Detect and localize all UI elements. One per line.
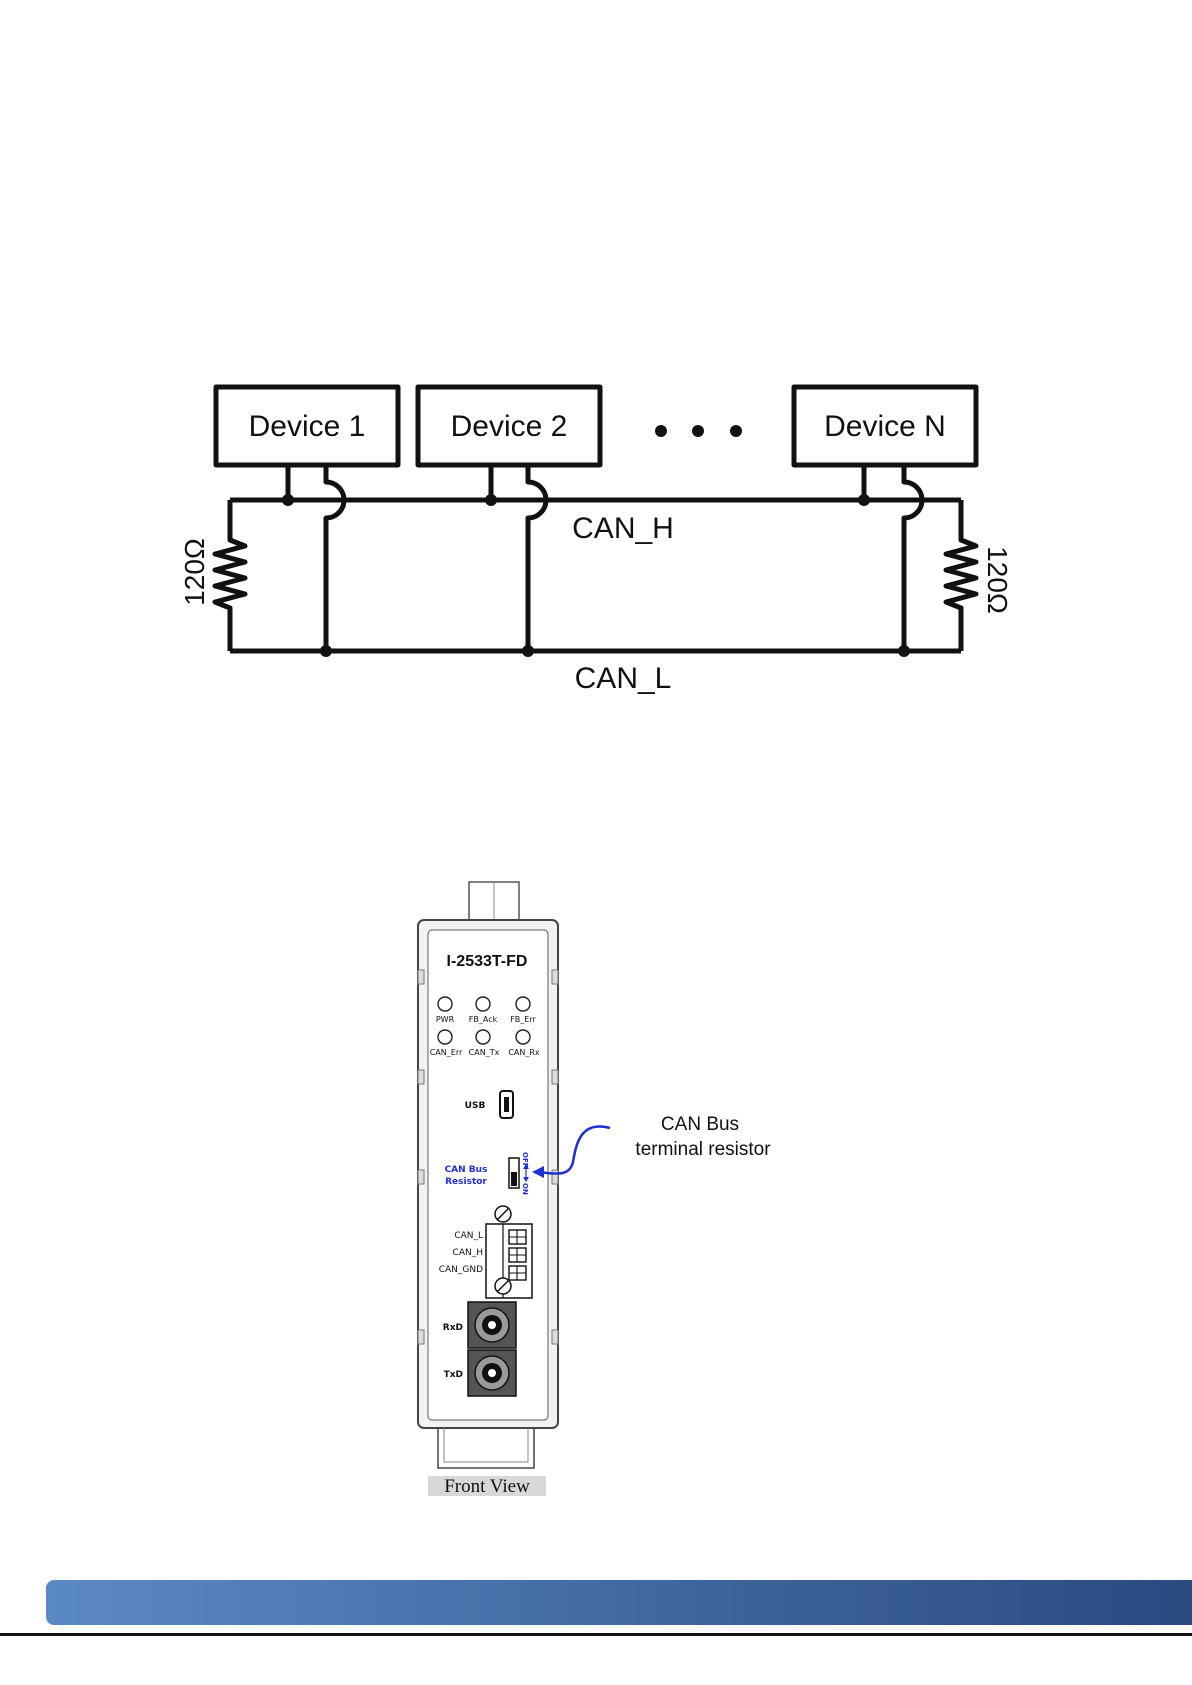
led-fb-ack-label: FB_Ack (469, 1015, 498, 1024)
device-2-label: Device 2 (451, 410, 568, 443)
footer-rule (0, 1633, 1192, 1636)
ellipsis-dots (655, 425, 742, 437)
led-can-rx (516, 1030, 530, 1044)
resistor-switch-label-1: CAN Bus (445, 1165, 488, 1175)
led-can-tx (476, 1030, 490, 1044)
led-can-rx-label: CAN_Rx (508, 1048, 540, 1057)
led-can-err (438, 1030, 452, 1044)
callout-label-1: CAN Bus (661, 1114, 739, 1135)
led-fb-err-label: FB_Err (510, 1015, 536, 1024)
led-fb-err (516, 997, 530, 1011)
terminal-can-h-label: CAN_H (453, 1248, 483, 1258)
model-label: I-2533T-FD (447, 953, 528, 970)
right-resistor (946, 500, 976, 651)
fiber-txd-label: TxD (444, 1370, 463, 1380)
led-pwr-label: PWR (436, 1015, 455, 1024)
terminal-can-gnd-label: CAN_GND (439, 1265, 483, 1275)
led-can-err-label: CAN_Err (430, 1048, 463, 1057)
led-can-tx-label: CAN_Tx (469, 1048, 500, 1057)
can-l-label: CAN_L (575, 662, 672, 695)
resistor-switch-label-2: Resistor (445, 1177, 487, 1187)
terminal-can-l-label: CAN_L (454, 1231, 483, 1241)
left-resistor-label: 120Ω (179, 538, 210, 606)
led-fb-ack (476, 997, 490, 1011)
can-bus-network-diagram: Device 1 Device 2 Device N CAN_H CAN_L 1… (0, 0, 1192, 720)
usb-label: USB (465, 1101, 486, 1111)
can-h-label: CAN_H (572, 512, 674, 545)
fiber-rxd-port (468, 1302, 516, 1348)
switch-off-label: OFF (521, 1152, 529, 1168)
front-view-caption: Front View (444, 1476, 530, 1497)
fiber-txd-port (468, 1350, 516, 1396)
footer-bar (46, 1580, 1192, 1625)
switch-on-label: ON (521, 1183, 529, 1195)
device-n-label: Device N (824, 410, 946, 443)
device-front-view: I-2533T-FD PWR FB_Ack FB_Err CAN_Err CAN… (0, 870, 1192, 1510)
left-resistor (215, 500, 245, 651)
callout-label-2: terminal resistor (635, 1139, 771, 1160)
right-resistor-label: 120Ω (982, 546, 1013, 614)
device-1-label: Device 1 (249, 410, 366, 443)
fiber-rxd-label: RxD (443, 1323, 463, 1333)
led-pwr (438, 997, 452, 1011)
